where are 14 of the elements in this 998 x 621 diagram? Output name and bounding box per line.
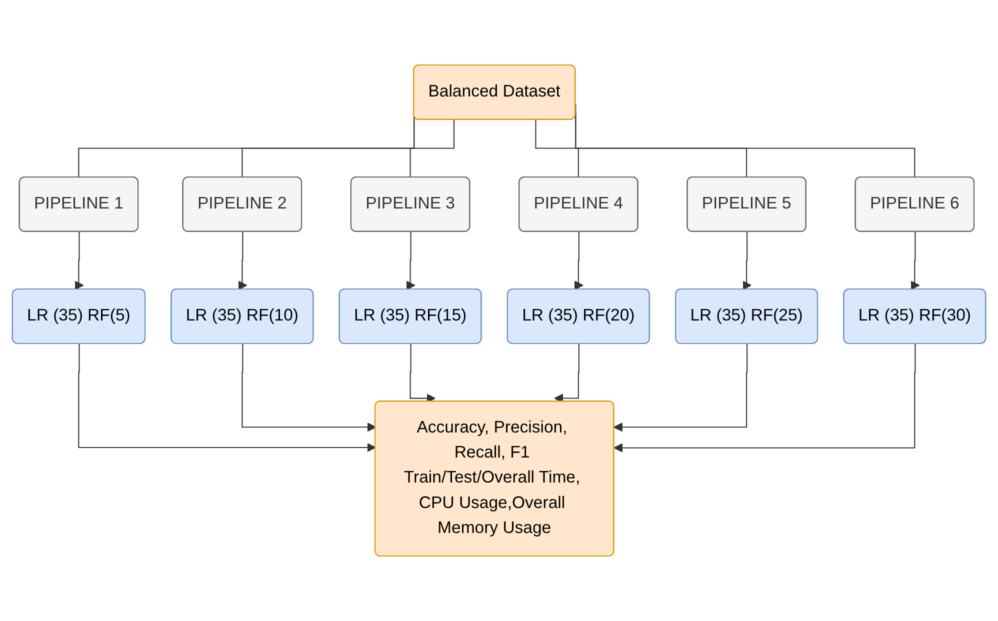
- arrow: [910, 232, 920, 290]
- arrow: [554, 344, 580, 403]
- arrow: [238, 232, 248, 290]
- arrow: [614, 344, 916, 452]
- arrow: [742, 232, 752, 290]
- arrow: [613, 344, 748, 432]
- arrow: [574, 232, 584, 290]
- connector: [410, 120, 455, 178]
- arrow: [242, 344, 376, 432]
- arrow: [406, 232, 416, 290]
- arrow: [74, 232, 84, 290]
- arrow: [410, 344, 436, 403]
- connector: [535, 120, 580, 178]
- arrow: [78, 344, 376, 452]
